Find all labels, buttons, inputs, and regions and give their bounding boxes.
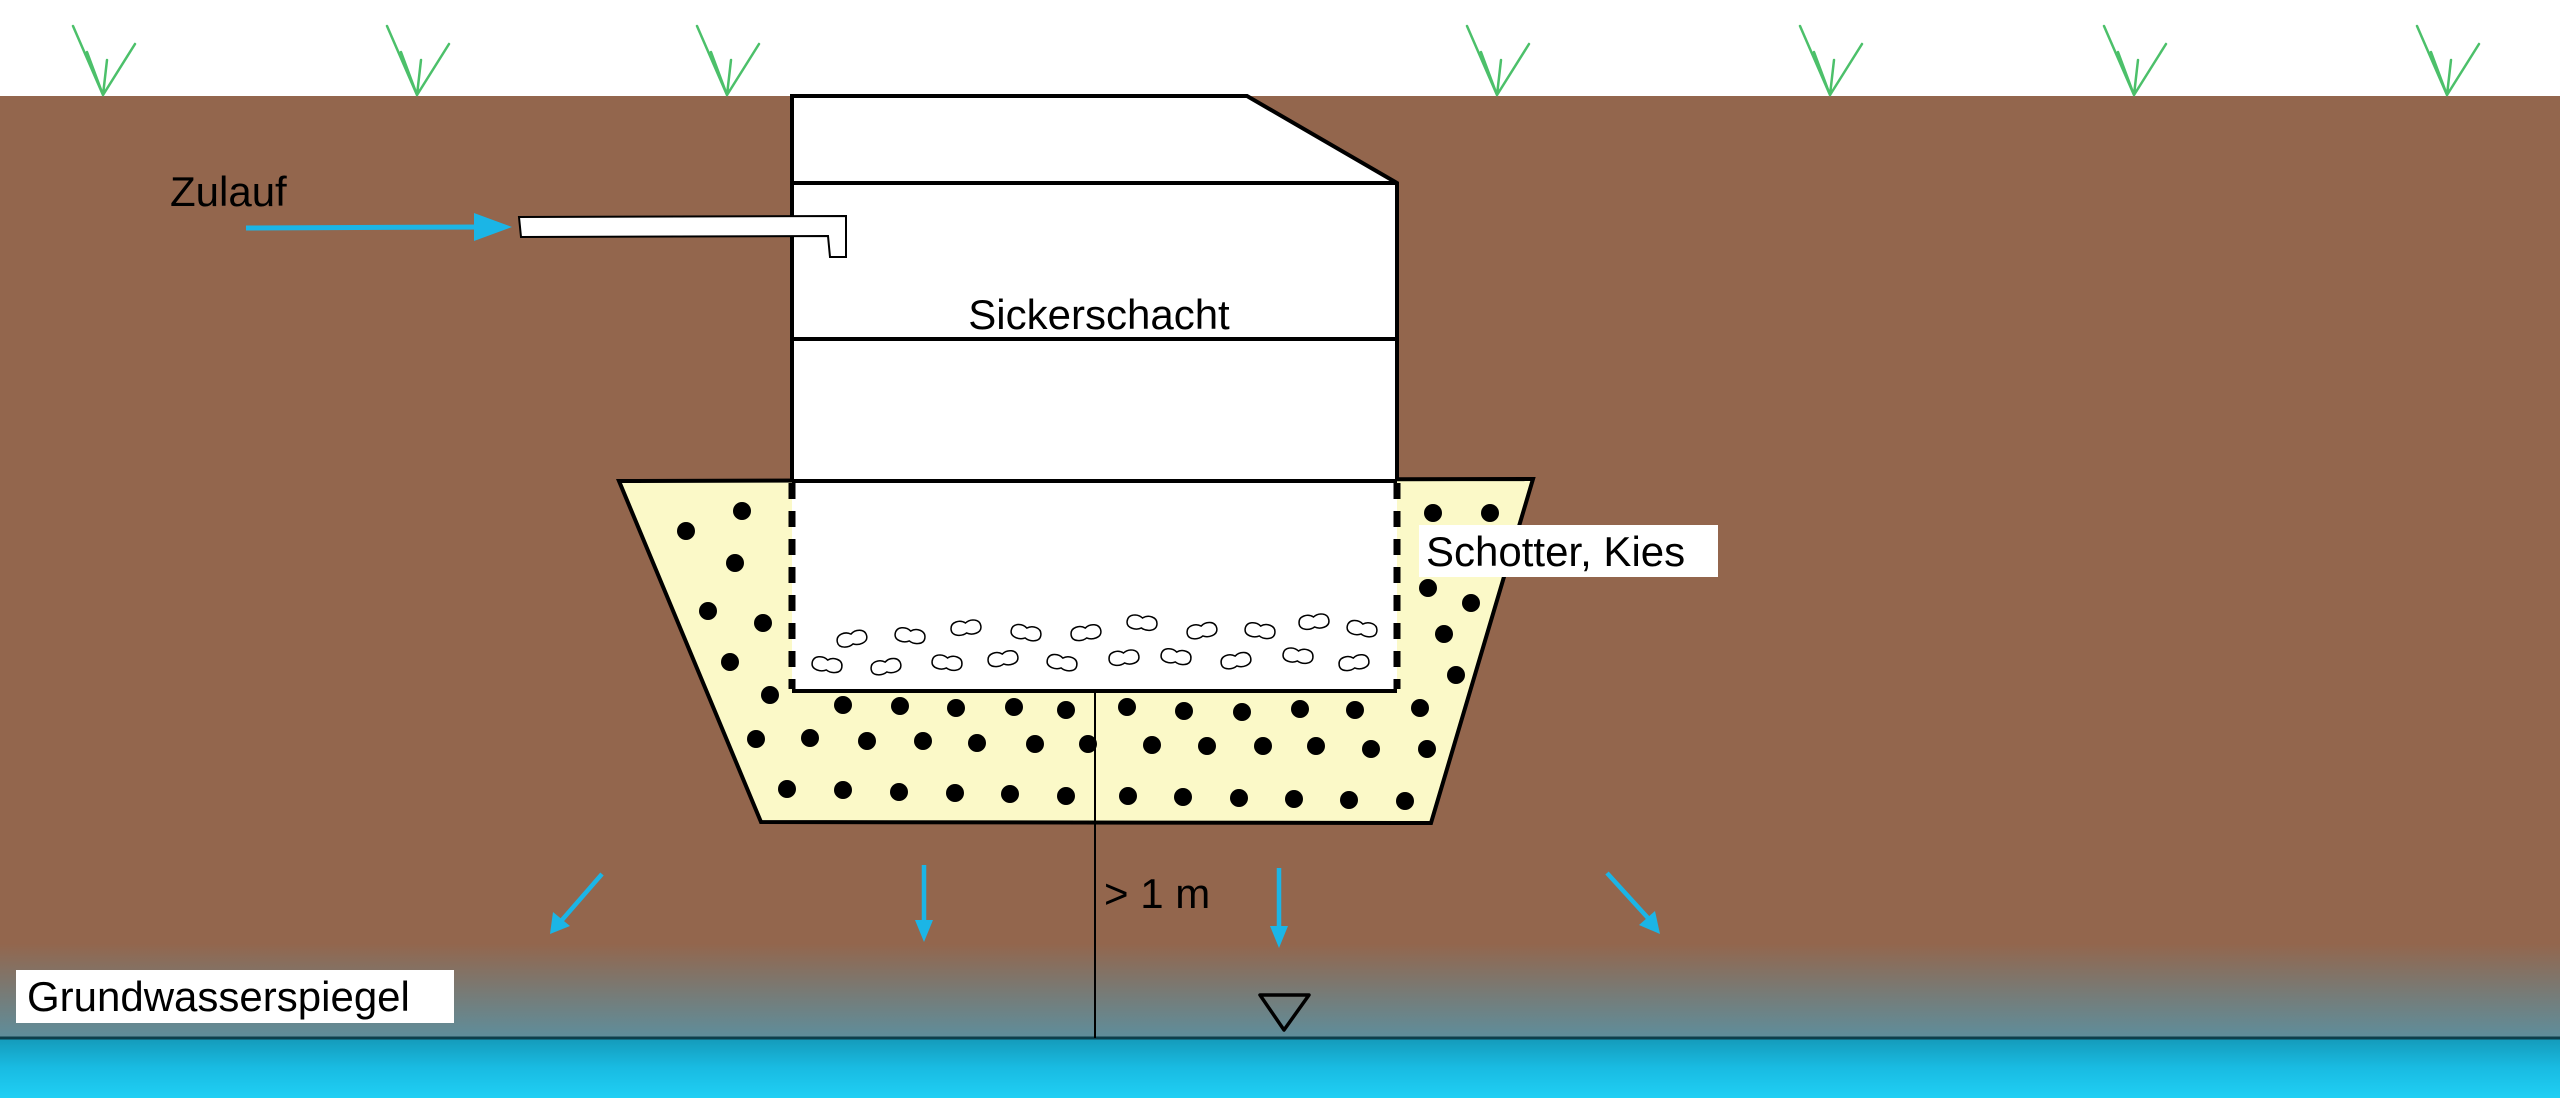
pebble xyxy=(1108,649,1140,667)
gravel-dot xyxy=(1411,699,1429,717)
gravel-dot xyxy=(1079,735,1097,753)
gravel-dot xyxy=(754,614,772,632)
gravel-dot xyxy=(1233,703,1251,721)
groundwater-layer xyxy=(0,1037,2560,1098)
grass-tuft-icon xyxy=(695,24,761,97)
sky-background xyxy=(0,0,2560,97)
gravel-dot xyxy=(1418,740,1436,758)
gravel-dot xyxy=(834,696,852,714)
inflow-pipe xyxy=(517,214,847,258)
grass-tufts xyxy=(71,24,2481,97)
pebble xyxy=(931,654,963,672)
gravel-dot xyxy=(726,554,744,572)
inflow-label: Zulauf xyxy=(170,168,287,215)
gravel-dot xyxy=(1285,790,1303,808)
grass-tuft-icon xyxy=(385,24,451,97)
gravel-dot xyxy=(1143,736,1161,754)
gravel-dot xyxy=(801,729,819,747)
gravel-dot xyxy=(947,699,965,717)
pebble xyxy=(1046,653,1078,672)
gravel-dots xyxy=(677,502,1499,810)
gravel-dot xyxy=(1447,666,1465,684)
grass-tuft-icon xyxy=(71,24,137,97)
grass-tuft-icon xyxy=(1465,24,1531,97)
pebble xyxy=(1298,613,1330,631)
seepage-arrow-icon xyxy=(915,865,933,942)
seepage-arrow-icon xyxy=(1270,868,1288,948)
gravel-dot xyxy=(1057,787,1075,805)
perforated-walls xyxy=(788,483,1401,689)
seepage-arrow-icon xyxy=(1605,871,1660,934)
gravel-dot xyxy=(1119,787,1137,805)
gravel-dot xyxy=(1462,594,1480,612)
gravel-dot xyxy=(1230,789,1248,807)
gravel-dot xyxy=(1118,698,1136,716)
gravel-dot xyxy=(968,734,986,752)
gravel-dot xyxy=(890,783,908,801)
gravel-dot xyxy=(761,686,779,704)
gravel-dot xyxy=(747,730,765,748)
pebble xyxy=(987,650,1019,668)
pebble xyxy=(1244,622,1276,640)
pebble xyxy=(1282,647,1314,665)
groundwater-label: Grundwasserspiegel xyxy=(27,973,410,1020)
gravel-dot xyxy=(1419,579,1437,597)
pebble xyxy=(836,629,868,648)
gravel-dot xyxy=(914,732,932,750)
gravel-dot xyxy=(891,697,909,715)
pebble xyxy=(950,619,982,637)
gravel-dot xyxy=(1175,702,1193,720)
shaft-label: Sickerschacht xyxy=(968,291,1230,338)
gravel-dot xyxy=(677,522,695,540)
pebble xyxy=(1070,624,1102,642)
gravel-dot xyxy=(1254,737,1272,755)
pebble xyxy=(894,627,926,645)
shaft-pebbles xyxy=(811,613,1378,676)
water-level-marker-icon xyxy=(1258,993,1311,1032)
gravel-dot xyxy=(699,602,717,620)
grass-tuft-icon xyxy=(2102,24,2168,97)
seepage-arrow-icon xyxy=(550,872,604,934)
pebble xyxy=(1220,651,1252,670)
gravel-dot xyxy=(834,781,852,799)
gravel-dot xyxy=(946,784,964,802)
gravel-dot xyxy=(1005,698,1023,716)
gravel-label-background xyxy=(1419,525,1718,577)
pebble xyxy=(1010,623,1042,642)
gravel-dot xyxy=(858,732,876,750)
pebble xyxy=(1186,621,1218,640)
gravel-dot xyxy=(1481,504,1499,522)
pebble xyxy=(870,657,902,676)
gravel-dot xyxy=(1362,740,1380,758)
gravel-dot xyxy=(778,780,796,798)
pebble xyxy=(811,656,843,674)
pebble xyxy=(1338,654,1370,672)
gravel-dot xyxy=(733,502,751,520)
gravel-label: Schotter, Kies xyxy=(1426,528,1685,575)
pebble xyxy=(1160,648,1192,666)
inflow-arrow-icon xyxy=(245,213,512,241)
grass-tuft-icon xyxy=(1798,24,1864,97)
gravel-dot xyxy=(1174,788,1192,806)
grass-tuft-icon xyxy=(2415,24,2481,97)
seepage-arrows xyxy=(550,865,1660,948)
distance-label: > 1 m xyxy=(1104,870,1210,917)
gravel-dot xyxy=(1198,737,1216,755)
gravel-dot xyxy=(721,653,739,671)
pebble xyxy=(1346,619,1378,638)
pebble xyxy=(1126,614,1158,632)
gravel-dot xyxy=(1435,625,1453,643)
gravel-dot xyxy=(1346,701,1364,719)
gravel-dot xyxy=(1424,504,1442,522)
gravel-dot xyxy=(1057,701,1075,719)
gravel-dot xyxy=(1307,737,1325,755)
groundwater-label-background xyxy=(16,970,454,1023)
gravel-dot xyxy=(1291,700,1309,718)
gravel-dot xyxy=(1001,785,1019,803)
gravel-dot xyxy=(1340,791,1358,809)
gravel-dot xyxy=(1026,735,1044,753)
gravel-dot xyxy=(1396,792,1414,810)
shaft-body xyxy=(792,96,1397,691)
